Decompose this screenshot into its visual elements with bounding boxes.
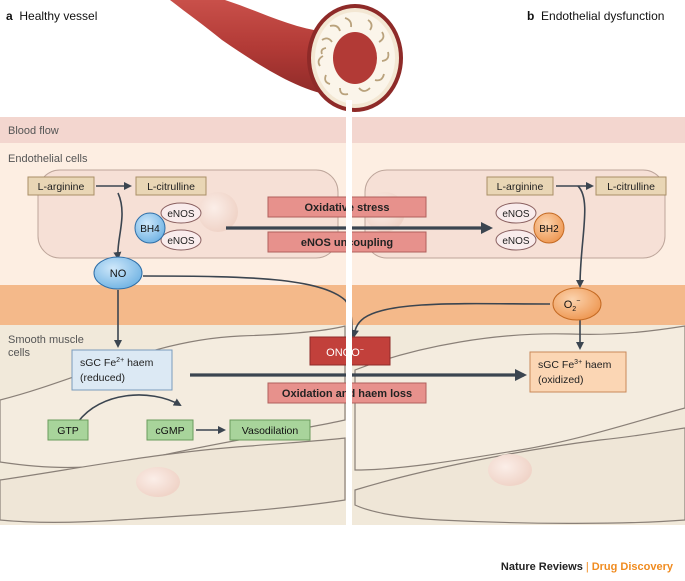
sgc-oxidized-line2: (oxidized) bbox=[538, 374, 584, 386]
footer-subjournal: Drug Discovery bbox=[591, 561, 673, 573]
enos-top-a bbox=[160, 202, 202, 224]
sgc-oxidized-text: sGC Fe bbox=[538, 359, 574, 371]
l-citrulline-label-a: L-citrulline bbox=[147, 181, 195, 193]
l-arginine-label-a: L-arginine bbox=[38, 181, 85, 193]
vasodilation-label: Vasodilation bbox=[242, 425, 299, 437]
arrow-gtp-to-cgmp bbox=[77, 394, 182, 423]
vasodilation-box bbox=[229, 419, 311, 441]
onoo-text: ONOO bbox=[326, 347, 360, 359]
onoo-sup: − bbox=[360, 347, 364, 354]
arrow-o2-to-onoo bbox=[351, 302, 551, 338]
l-arginine-box-a bbox=[27, 176, 95, 196]
blood-flow-band bbox=[0, 117, 685, 143]
gtp-box bbox=[47, 419, 89, 441]
panel-a-title-text: Healthy vessel bbox=[19, 9, 98, 23]
cgmp-label: cGMP bbox=[155, 425, 184, 437]
bh2-node bbox=[533, 212, 565, 244]
onoo-label: ONOO− bbox=[326, 347, 364, 359]
nucleus-left-lower bbox=[136, 467, 180, 497]
sgc-reduced-haem: haem bbox=[124, 357, 153, 369]
blood-flow-label: Blood flow bbox=[8, 125, 59, 137]
footer-separator: | bbox=[585, 561, 589, 573]
sgc-oxidized-haem: haem bbox=[582, 359, 611, 371]
gtp-label: GTP bbox=[57, 425, 79, 437]
cgmp-box bbox=[146, 419, 194, 441]
l-citrulline-label-b: L-citrulline bbox=[607, 181, 655, 193]
l-arginine-label-b: L-arginine bbox=[497, 181, 544, 193]
panel-b-title: b Endothelial dysfunction bbox=[527, 9, 664, 23]
enos-bot-b bbox=[495, 229, 537, 251]
panel-b-letter: b bbox=[527, 9, 535, 23]
o2-sup: − bbox=[576, 298, 580, 305]
l-citrulline-box-b bbox=[595, 176, 667, 196]
sgc-oxidized-sup: 3+ bbox=[574, 359, 582, 366]
sgc-oxidized-box bbox=[529, 351, 627, 393]
sgc-oxidized-line1: sGC Fe3+ haem bbox=[538, 359, 612, 371]
l-arginine-box-b bbox=[486, 176, 554, 196]
endothelial-cells-label: Endothelial cells bbox=[8, 153, 88, 165]
o2-sub: 2 bbox=[572, 306, 576, 313]
panel-b-title-text: Endothelial dysfunction bbox=[541, 9, 665, 23]
nucleus-right-lower bbox=[488, 454, 532, 486]
panel-divider bbox=[346, 100, 352, 530]
no-node bbox=[93, 256, 143, 290]
o2-label: O2− bbox=[564, 298, 581, 313]
smooth-muscle-label-2: cells bbox=[8, 347, 31, 359]
arrow-arg-to-no-a bbox=[113, 192, 123, 260]
bh4-node bbox=[134, 212, 166, 244]
enos-bot-label-b: eNOS bbox=[502, 236, 530, 247]
o2-text: O bbox=[564, 299, 573, 311]
enos-top-label-a: eNOS bbox=[167, 209, 195, 220]
sgc-reduced-line2: (reduced) bbox=[80, 372, 125, 384]
enos-top-b bbox=[495, 202, 537, 224]
sgc-reduced-line1: sGC Fe2+ haem bbox=[80, 357, 154, 369]
sgc-reduced-sup: 2+ bbox=[116, 357, 124, 364]
smooth-muscle-label-1: Smooth muscle bbox=[8, 334, 84, 346]
sgc-reduced-box bbox=[71, 349, 173, 391]
panel-a-title: a Healthy vessel bbox=[6, 9, 97, 23]
bh2-label: BH2 bbox=[539, 224, 559, 235]
no-label: NO bbox=[110, 268, 127, 280]
sgc-reduced-text: sGC Fe bbox=[80, 357, 116, 369]
enos-bot-label-a: eNOS bbox=[167, 236, 195, 247]
bh4-label: BH4 bbox=[140, 224, 160, 235]
footer-journal: Nature Reviews bbox=[500, 561, 583, 573]
enos-top-label-b: eNOS bbox=[502, 209, 530, 220]
o2-node bbox=[552, 287, 602, 321]
enos-bot-a bbox=[160, 229, 202, 251]
arrow-arg-to-o2-b bbox=[576, 185, 586, 288]
l-citrulline-box-a bbox=[135, 176, 207, 196]
footer: Nature Reviews|Drug Discovery bbox=[501, 561, 673, 573]
panel-a-letter: a bbox=[6, 9, 13, 23]
endothelial-nucleus-left bbox=[198, 192, 238, 232]
vessel-illustration bbox=[170, 0, 403, 112]
